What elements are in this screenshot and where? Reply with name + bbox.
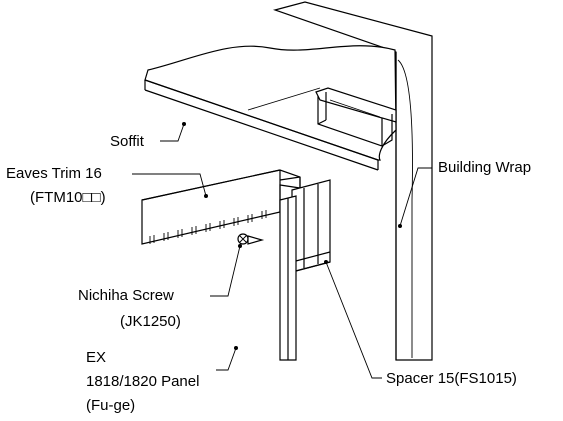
leader-dots — [182, 122, 402, 350]
nichiha-screw-icon — [237, 233, 265, 245]
leader-lines — [132, 123, 432, 379]
ex-panel — [279, 195, 297, 361]
eaves-trim — [141, 169, 301, 245]
label-eaves-trim-code: (FTM10□□) — [30, 189, 106, 206]
label-panel-model: 1818/1820 Panel — [86, 373, 199, 390]
label-soffit: Soffit — [110, 133, 145, 150]
label-spacer: Spacer 15(FS1015) — [386, 370, 517, 387]
label-nichiha-screw: Nichiha Screw — [78, 287, 174, 304]
label-screw-code: (JK1250) — [120, 313, 181, 330]
label-eaves-trim: Eaves Trim 16 — [6, 165, 102, 182]
steel-channel — [315, 87, 397, 147]
spacer-block — [291, 179, 331, 273]
label-panel-type: (Fu-ge) — [86, 397, 135, 414]
label-panel-ex: EX — [86, 349, 106, 366]
label-building-wrap: Building Wrap — [438, 159, 531, 176]
soffit-board — [144, 45, 397, 171]
